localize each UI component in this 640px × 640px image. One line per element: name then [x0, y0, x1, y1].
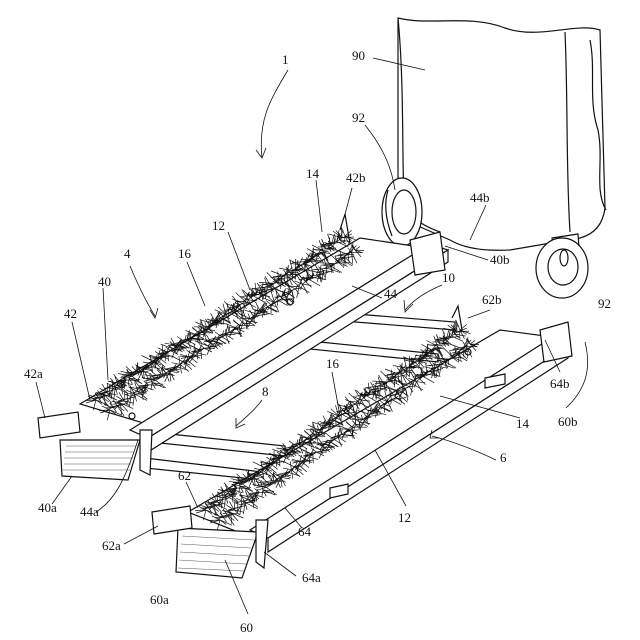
label-14-right: 14 [516, 416, 530, 431]
bristle [379, 381, 387, 382]
bristle [470, 344, 479, 345]
label-60b: 60b [558, 414, 578, 429]
label-16-right: 16 [326, 356, 340, 371]
bristle [236, 293, 246, 302]
label-62b: 62b [482, 292, 502, 307]
label-92-right: 92 [598, 296, 611, 311]
label-62: 62 [178, 468, 191, 483]
bristle [279, 458, 280, 467]
bristle [435, 347, 443, 348]
bristle [361, 400, 370, 401]
bristle [350, 408, 356, 412]
label-64: 64 [298, 524, 312, 539]
bristle [361, 400, 366, 409]
label-44a: 44a [80, 504, 99, 519]
bristle [310, 430, 313, 434]
bristle [349, 402, 359, 403]
bristle [337, 242, 348, 247]
label-12-right: 12 [398, 510, 411, 525]
bristle [149, 385, 162, 386]
label-64b: 64b [550, 376, 570, 391]
label-8: 8 [262, 384, 269, 399]
bristle [168, 353, 169, 362]
label-60a: 60a [150, 592, 169, 607]
bristle [437, 345, 445, 346]
label-40a: 40a [38, 500, 57, 515]
bristle [443, 348, 452, 357]
label-40: 40 [98, 274, 111, 289]
bristle [470, 341, 475, 344]
label-90: 90 [352, 48, 365, 63]
label-44: 44 [384, 286, 398, 301]
label-12: 12 [212, 218, 225, 233]
label-10: 10 [442, 270, 455, 285]
label-42: 42 [64, 306, 77, 321]
bristle [403, 384, 413, 385]
bristle [236, 301, 246, 302]
label-16: 16 [178, 246, 192, 261]
bristle [404, 370, 413, 371]
container-body [398, 18, 606, 250]
label-92: 92 [352, 110, 365, 125]
label-64a: 64a [302, 570, 321, 585]
bristle [304, 430, 310, 436]
label-44b: 44b [470, 190, 490, 205]
bristle [201, 351, 202, 360]
label-42b: 42b [346, 170, 366, 185]
bristle [441, 358, 449, 359]
bristle [355, 250, 364, 251]
label-4: 4 [124, 246, 131, 261]
bristle [198, 327, 201, 331]
bristle [192, 327, 198, 333]
bristle [190, 333, 191, 338]
label-14: 14 [306, 166, 320, 181]
bristle [370, 408, 371, 414]
label-1: 1 [282, 52, 289, 67]
label-42a: 42a [24, 366, 43, 381]
wheel-left [382, 178, 422, 246]
label-60: 60 [240, 620, 253, 635]
bristle [320, 251, 328, 252]
label-62a: 62a [102, 538, 121, 553]
bristle [426, 350, 432, 351]
bristle [289, 286, 299, 287]
label-40b: 40b [490, 252, 510, 267]
label-6: 6 [500, 450, 507, 465]
bristle [349, 393, 359, 402]
